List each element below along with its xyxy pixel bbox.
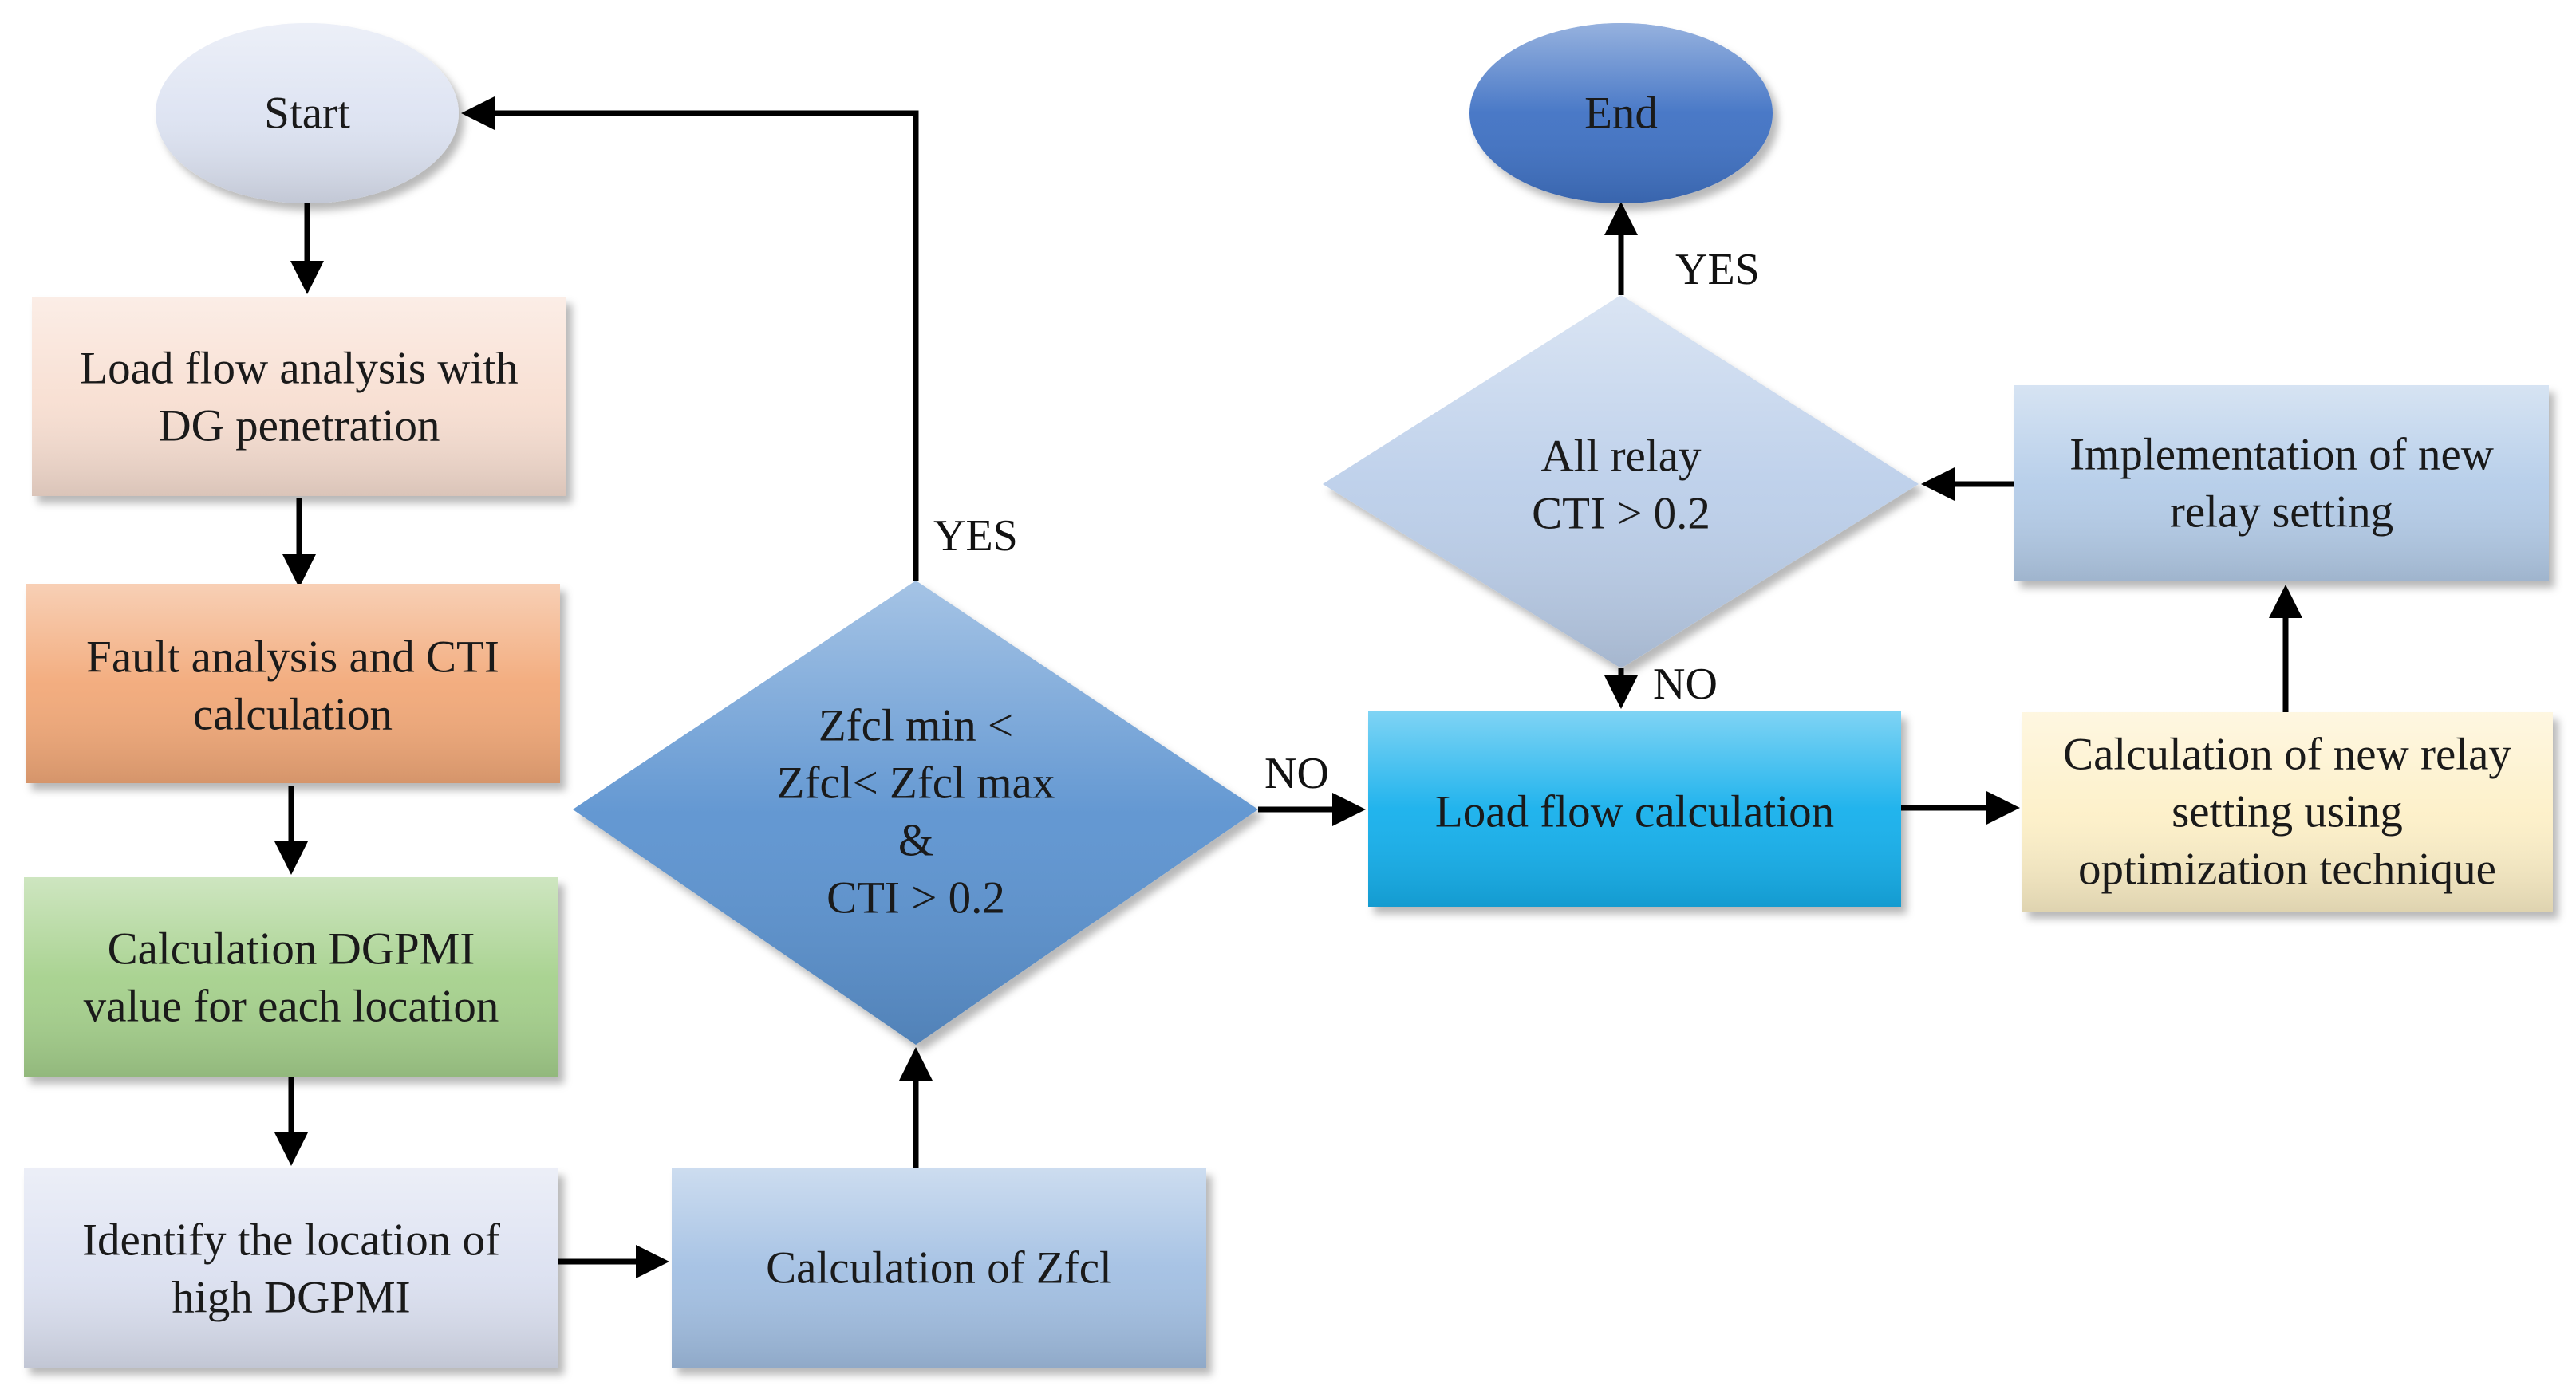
calc-dgpmi-label-line-1: Calculation DGPMI <box>108 924 475 975</box>
all-relay-check-label-line-2: CTI > 0.2 <box>1532 489 1710 539</box>
zfcl-check-label-line-1: Zfcl min < <box>819 701 1013 751</box>
identify-location-label-line-2: high DGPMI <box>172 1273 410 1323</box>
identify-location-node: Identify the location of high DGPMI <box>24 1168 558 1368</box>
zfcl-yes-label: YES <box>933 511 1018 561</box>
all-relay-check-label-line-1: All relay <box>1540 431 1702 482</box>
relay-no-label: NO <box>1653 660 1718 709</box>
zfcl-check-label-line-3: & <box>898 816 933 866</box>
zfcl-check-decision: Zfcl min < Zfcl< Zfcl max & CTI > 0.2 <box>573 581 1258 1045</box>
calc-dgpmi-node: Calculation DGPMI value for each locatio… <box>24 877 558 1077</box>
calc-dgpmi-label-line-2: value for each location <box>84 982 499 1032</box>
load-flow-calc-label: Load flow calculation <box>1435 787 1834 837</box>
impl-relay-label-line-1: Implementation of new <box>2069 430 2494 480</box>
all-relay-check-decision: All relay CTI > 0.2 <box>1323 295 1919 668</box>
load-flow-dg-label-line-2: DG penetration <box>159 401 440 451</box>
calc-zfcl-label: Calculation of Zfcl <box>766 1243 1112 1294</box>
start-node: Start <box>156 23 459 203</box>
edge-labels: YES NO YES NO <box>933 245 1760 798</box>
impl-relay-label-line-2: relay setting <box>2170 487 2393 538</box>
zfcl-check-label-line-4: CTI > 0.2 <box>826 873 1005 923</box>
nodes: Start Load flow analysis with DG penetra… <box>24 23 2553 1368</box>
load-flow-calc-node: Load flow calculation <box>1368 711 1901 907</box>
zfcl-check-label-line-2: Zfcl< Zfcl max <box>777 758 1055 809</box>
zfcl-no-label: NO <box>1264 749 1329 798</box>
calc-zfcl-node: Calculation of Zfcl <box>672 1168 1206 1368</box>
identify-location-label-line-1: Identify the location of <box>82 1215 500 1266</box>
calc-new-relay-label-line-2: setting using <box>2172 787 2403 837</box>
calc-new-relay-label-line-1: Calculation of new relay <box>2063 730 2511 780</box>
calc-new-relay-label-line-3: optimization technique <box>2078 845 2496 895</box>
relay-yes-label: YES <box>1675 245 1760 294</box>
fault-analysis-node: Fault analysis and CTI calculation <box>26 584 560 783</box>
end-label: End <box>1584 89 1658 139</box>
impl-relay-node: Implementation of new relay setting <box>2014 385 2549 581</box>
end-node: End <box>1469 23 1773 203</box>
load-flow-dg-node: Load flow analysis with DG penetration <box>32 297 566 496</box>
fault-analysis-label-line-1: Fault analysis and CTI <box>86 632 499 683</box>
calc-new-relay-node: Calculation of new relay setting using o… <box>2022 712 2553 912</box>
start-label: Start <box>264 89 350 139</box>
connectors <box>274 96 2302 1278</box>
load-flow-dg-label-line-1: Load flow analysis with <box>80 344 518 394</box>
edge-decision-yes-to-start <box>461 96 919 581</box>
fault-analysis-label-line-2: calculation <box>193 690 393 740</box>
